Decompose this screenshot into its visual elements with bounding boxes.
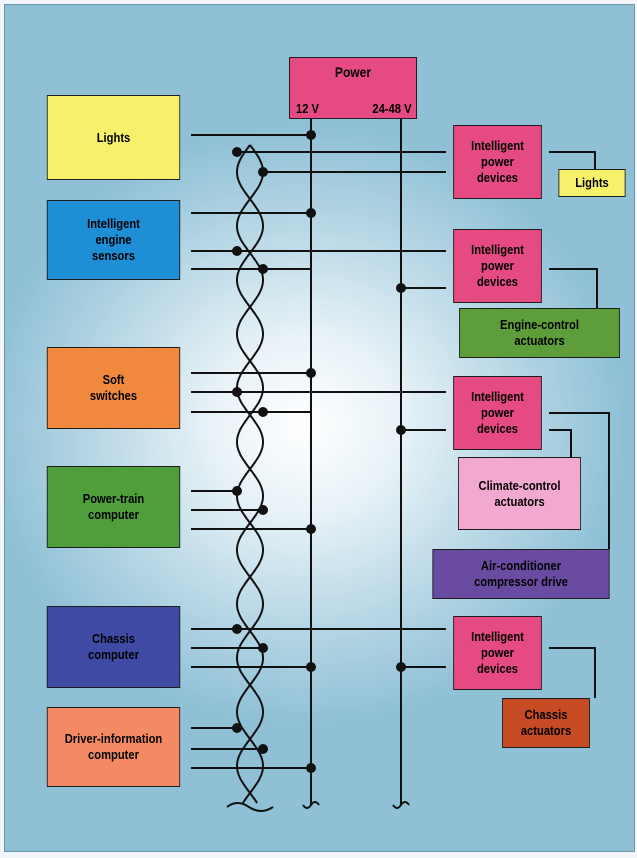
chassis-bus-junction-b [258, 643, 268, 653]
chassis-bus-junction-a [232, 624, 242, 634]
lights-power-junction [306, 130, 316, 140]
sensors-bus-junction-b [258, 264, 268, 274]
ipd-1-label: Intelligent power devices [471, 138, 524, 185]
ipd3-to-ac-wire [549, 412, 610, 549]
lights-load-label: Lights [575, 175, 609, 190]
engine-actuators-label: Engine-control actuators [500, 317, 579, 348]
power-title: Power [334, 64, 372, 80]
ipd-box-1: Intelligent power devices [453, 125, 542, 199]
ipd1-to-lights-wire [549, 151, 596, 169]
ipd-4-label: Intelligent power devices [471, 629, 524, 676]
power-12v-label: 12 V [296, 101, 320, 116]
engine-actuators-box: Engine-control actuators [459, 308, 620, 358]
chassis-computer-box: Chassis computer [46, 606, 181, 688]
ac-drive-box: Air-conditioner compressor drive [432, 549, 610, 599]
ipd3-to-climate-wire [549, 429, 572, 457]
ipd4-power-junction [396, 662, 406, 672]
chassis-actuators-label: Chassis actuators [520, 707, 572, 738]
sensors-power-junction [306, 208, 316, 218]
driver-bus-junction-b [258, 744, 268, 754]
driver-power-junction [306, 763, 316, 773]
power-train-label: Power-train computer [82, 491, 145, 522]
data-bus-wire [236, 144, 264, 804]
engine-sensors-label: Intelligent engine sensors [87, 216, 140, 263]
wiring-layer [191, 119, 610, 812]
climate-actuators-label: Climate-control actuators [478, 477, 561, 509]
driver-info-box: Driver-information computer [46, 707, 181, 787]
powertrain-power-junction [306, 524, 316, 534]
ipd3-power-junction [396, 425, 406, 435]
powertrain-bus-junction-b [258, 505, 268, 515]
soft-switches-label: Soft switches [89, 372, 138, 403]
chassis-computer-label: Chassis computer [88, 631, 139, 662]
ipd2-to-engine-wire [549, 268, 598, 308]
bus-12v-end [302, 801, 320, 809]
driver-bus-junction-a [232, 723, 242, 733]
lights-load-box: Lights [558, 169, 626, 197]
ipd-box-2: Intelligent power devices [453, 229, 542, 303]
ipd2-power-junction [396, 283, 406, 293]
ipd4-to-chassis-wire [549, 647, 596, 698]
bus-24-48v-end [392, 801, 410, 809]
diagram-canvas: Power 12 V 24-48 V Lights Intelligent en… [4, 4, 635, 852]
chassis-actuators-box: Chassis actuators [502, 698, 590, 748]
climate-actuators-box: Climate-control actuators [458, 457, 581, 530]
switches-power-junction [306, 368, 316, 378]
switches-bus-junction-b [258, 407, 268, 417]
engine-sensors-box: Intelligent engine sensors [46, 200, 181, 280]
lights-box: Lights [46, 95, 181, 180]
ipd-2-label: Intelligent power devices [471, 242, 524, 289]
driver-info-label: Driver-information computer [64, 731, 163, 762]
ac-drive-label: Air-conditioner compressor drive [474, 558, 568, 589]
chassis-power-junction [306, 662, 316, 672]
data-bus-end [226, 802, 274, 812]
data-bus-wire [236, 144, 264, 804]
soft-switches-box: Soft switches [46, 347, 181, 429]
power-box: Power 12 V 24-48 V [289, 57, 417, 119]
ipd-box-3: Intelligent power devices [453, 376, 542, 450]
power-24-48v-label: 24-48 V [372, 101, 412, 116]
ipd-3-label: Intelligent power devices [471, 389, 524, 436]
lights-box-label: Lights [96, 129, 131, 145]
ipd-box-4: Intelligent power devices [453, 616, 542, 690]
ipd1-bus-junction-a [232, 147, 242, 157]
power-train-box: Power-train computer [46, 466, 181, 548]
powertrain-bus-junction-a [232, 486, 242, 496]
sensors-bus-junction-a [232, 246, 242, 256]
switches-bus-junction-a [232, 387, 242, 397]
ipd1-bus-junction-b [258, 167, 268, 177]
